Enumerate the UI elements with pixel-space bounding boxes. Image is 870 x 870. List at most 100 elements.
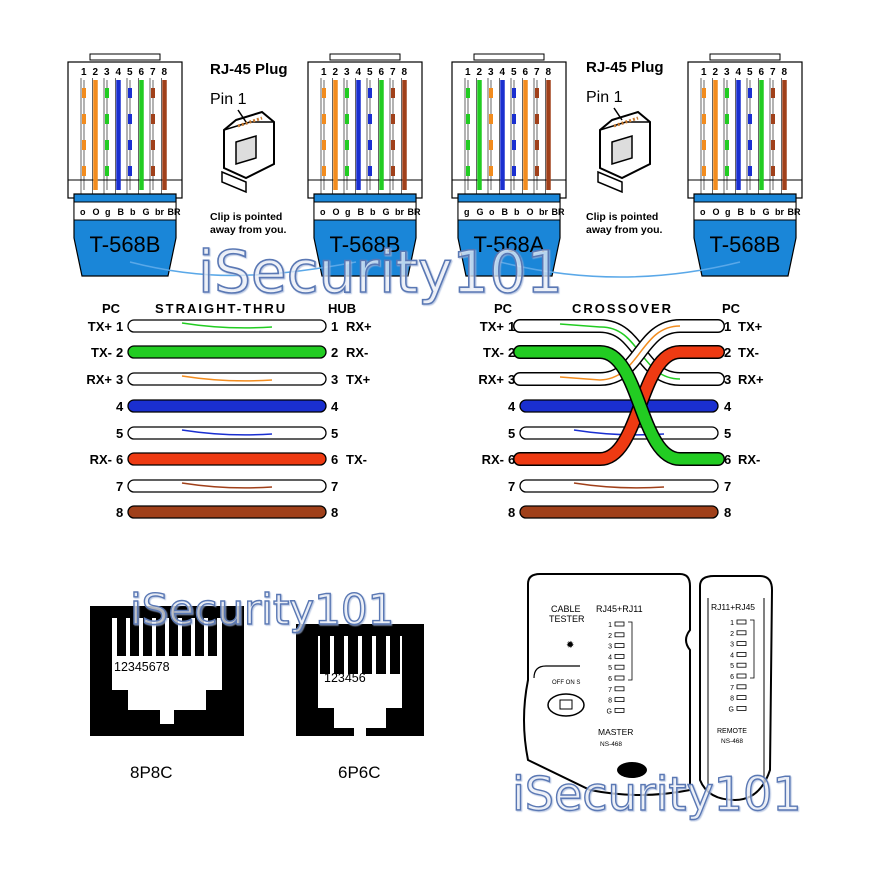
jack-8p8c bbox=[90, 606, 244, 736]
plug-wire-code: O bbox=[93, 207, 100, 217]
straight-right-header: HUB bbox=[328, 301, 356, 316]
remote-name: REMOTE bbox=[717, 728, 747, 735]
plug-wire-code: br bbox=[395, 207, 404, 217]
rj45-callout-2: RJ-45 Plug Pin 1 Clip is pointed away fr… bbox=[586, 59, 664, 236]
straight-right-pin: 1 bbox=[331, 319, 338, 334]
jack-contact bbox=[320, 636, 330, 674]
jack-caption-8p8c: 8P8C bbox=[130, 763, 173, 782]
switch-label: OFF ON S bbox=[552, 680, 580, 686]
cross-left-pin: 7 bbox=[508, 479, 515, 494]
plug-wire-code: br bbox=[155, 207, 164, 217]
jack-opening bbox=[112, 618, 222, 724]
watermark-bottom: iSecurity101 bbox=[512, 767, 801, 821]
plug-wire-code: b bbox=[370, 207, 376, 217]
watermark-middle: iSecurity101 bbox=[130, 585, 394, 634]
straight-left-label: TX+ bbox=[88, 319, 113, 334]
wire-stripe-mark bbox=[181, 322, 273, 329]
plug-pin-number: 8 bbox=[546, 67, 552, 78]
straight-left-pin: 5 bbox=[116, 426, 123, 441]
plug-pin-number: 6 bbox=[759, 67, 765, 78]
led-label: G bbox=[607, 708, 612, 715]
led-indicator bbox=[736, 630, 747, 636]
plug-wire-code: o bbox=[489, 207, 495, 217]
jack-contact bbox=[334, 636, 344, 674]
plug-wire-code: G bbox=[143, 207, 150, 217]
watermarks: iSecurity101 iSecurity101 iSecurity101 bbox=[129, 237, 802, 822]
straight-left-label: RX+ bbox=[86, 372, 112, 387]
led-label: 7 bbox=[730, 685, 734, 692]
plug-wire-code: b bbox=[130, 207, 136, 217]
master-model: NS-468 bbox=[600, 741, 622, 748]
cross-right-pin: 4 bbox=[724, 399, 732, 414]
jack-contact bbox=[169, 618, 178, 656]
plug-wire-code: g bbox=[725, 207, 731, 217]
plug-code-strip bbox=[457, 201, 561, 221]
led-indicator bbox=[614, 632, 625, 638]
plug-pin-number: 3 bbox=[724, 67, 730, 78]
straight-left-pin: 8 bbox=[116, 505, 123, 520]
cross-right-pin: 2 bbox=[724, 345, 731, 360]
wire-blue bbox=[127, 399, 327, 413]
led-label: 4 bbox=[608, 654, 612, 661]
plug-pin-number: 4 bbox=[736, 67, 742, 78]
plug-pin-number: 3 bbox=[488, 67, 494, 78]
led-label: 4 bbox=[730, 652, 734, 659]
cross-left-label: RX- bbox=[482, 452, 504, 467]
plug-wire-code: b bbox=[514, 207, 520, 217]
jack-6p6c bbox=[296, 624, 424, 742]
straight-left-header: PC bbox=[102, 301, 121, 316]
plug-wire-code: G bbox=[383, 207, 390, 217]
plug-wire-code: B bbox=[502, 207, 509, 217]
plug-pin-number: 2 bbox=[477, 67, 483, 78]
wire-brown-stripe bbox=[127, 479, 327, 493]
cross-right-label: TX+ bbox=[738, 319, 763, 334]
led-label: 8 bbox=[608, 698, 612, 705]
led-indicator bbox=[736, 619, 747, 625]
led-indicator bbox=[736, 641, 747, 646]
led-label: 5 bbox=[608, 665, 612, 672]
plug-pin-number: 4 bbox=[116, 67, 122, 78]
cross-right-label: RX- bbox=[738, 452, 760, 467]
cross-right-header: PC bbox=[722, 301, 741, 316]
led-indicator bbox=[614, 686, 625, 692]
straight-right-label: RX+ bbox=[346, 319, 372, 334]
wire-brown-stripe bbox=[519, 479, 719, 493]
remote-header: RJ11+RJ45 bbox=[711, 602, 755, 612]
plug-wire-code: o bbox=[700, 207, 706, 217]
cross-right-pin: 3 bbox=[724, 372, 731, 387]
cross-left-pin: 3 bbox=[508, 372, 515, 387]
pin1-arrow bbox=[613, 107, 623, 121]
wire-red bbox=[127, 452, 327, 466]
wire-brown bbox=[519, 505, 719, 519]
jack-pin-numbers-6: 123456 bbox=[324, 671, 366, 685]
pin1-arrow bbox=[237, 109, 247, 123]
plug-pin-number: 2 bbox=[93, 67, 99, 78]
led-label: 5 bbox=[730, 663, 734, 670]
remote-model: NS-468 bbox=[721, 738, 743, 745]
plug-wire-code: br bbox=[775, 207, 784, 217]
jack-contact bbox=[195, 618, 204, 656]
cross-wire-green bbox=[514, 346, 724, 465]
master-header: RJ45+RJ11 bbox=[596, 604, 643, 614]
wire-green bbox=[127, 345, 327, 359]
plug-clip bbox=[329, 53, 401, 61]
cable-link-1 bbox=[129, 261, 357, 277]
plug-pin-number: 6 bbox=[523, 67, 529, 78]
plug-wire-code: G bbox=[477, 207, 484, 217]
cross-wire-orange-stripe-stripe bbox=[559, 325, 681, 381]
plug-pin-number: 6 bbox=[139, 67, 145, 78]
plug-pin-number: 1 bbox=[321, 67, 327, 78]
cross-left-pin: 8 bbox=[508, 505, 515, 520]
jack-pin-numbers-8: 12345678 bbox=[114, 660, 170, 674]
callout-note-1: Clip is pointed bbox=[210, 211, 282, 223]
led-label: 3 bbox=[730, 642, 734, 649]
